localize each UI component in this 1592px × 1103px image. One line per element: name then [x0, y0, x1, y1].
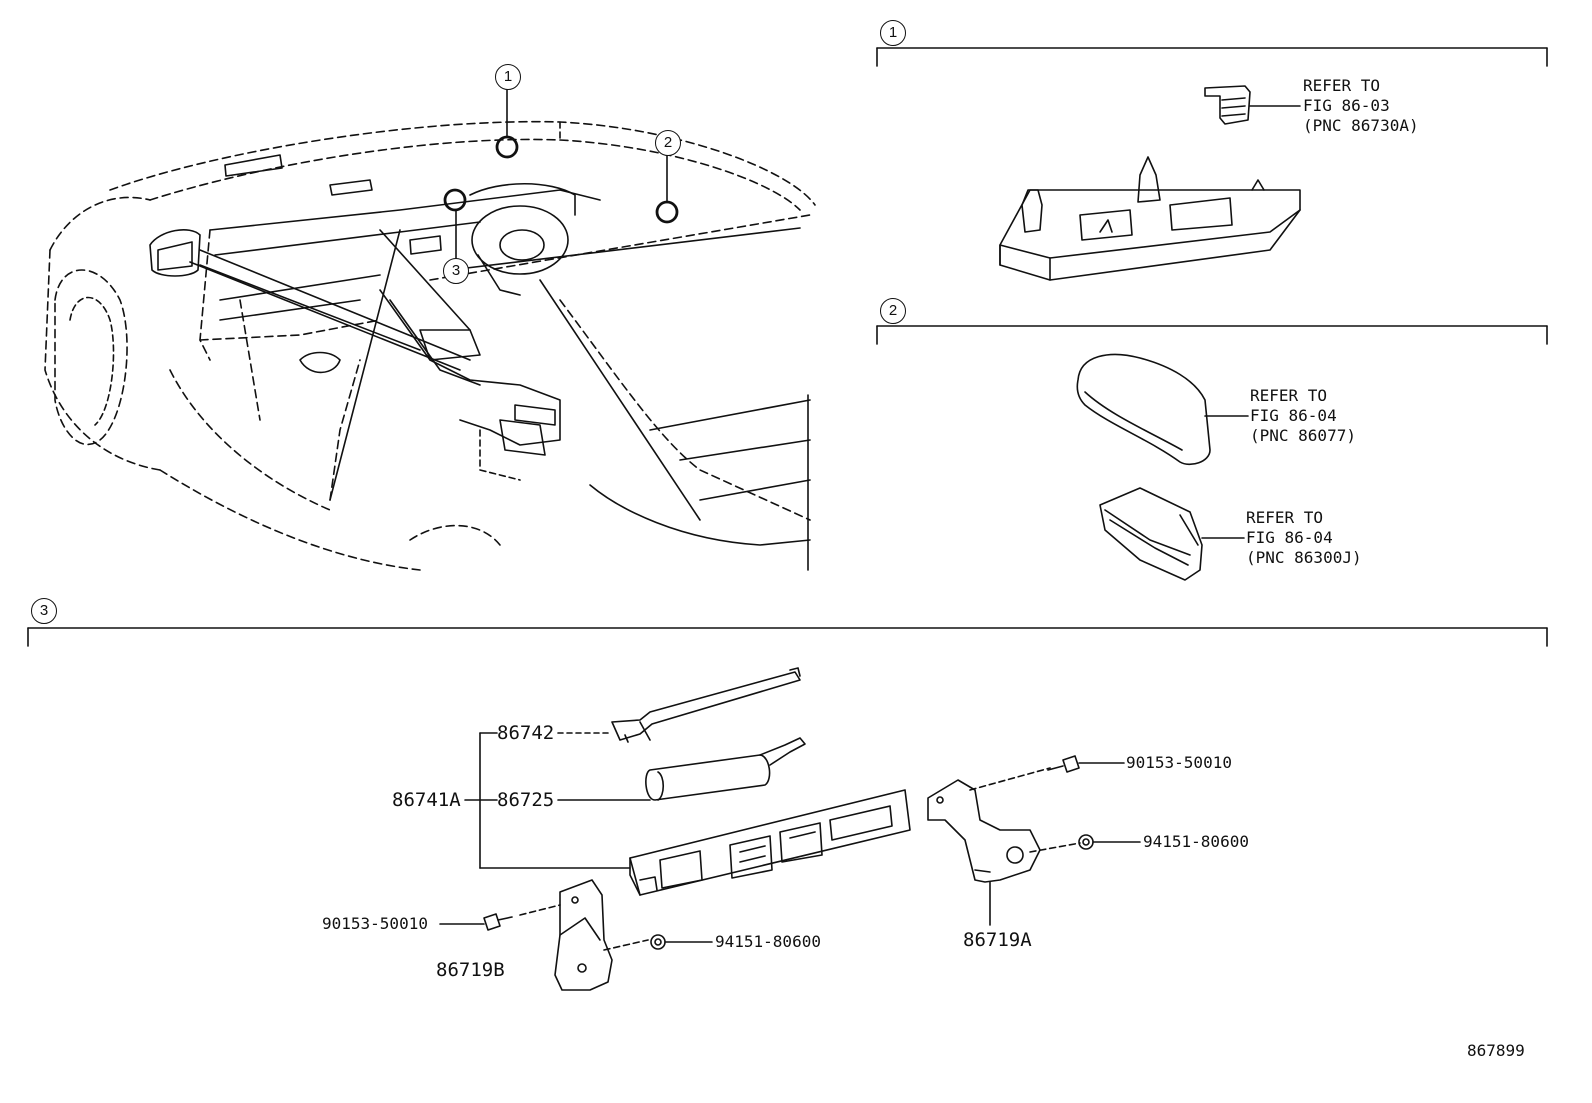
ref-line-3: (PNC 86300J) [1246, 548, 1362, 567]
part-label-nut-left[interactable]: 94151-80600 [715, 932, 821, 951]
part-label-bolt-right[interactable]: 90153-50010 [1126, 753, 1232, 772]
ref-line-1: REFER TO [1303, 76, 1381, 95]
section-2-reference-b[interactable]: REFER TO FIG 86-04 (PNC 86300J) [1246, 508, 1362, 568]
part-86741A-panel [629, 789, 911, 896]
part-86719B [519, 879, 649, 991]
ref-line-2: FIG 86-03 [1303, 96, 1390, 115]
figure-number: 867899 [1467, 1041, 1525, 1060]
section-1-number: 1 [880, 20, 906, 46]
assembly-bracket-lines [464, 732, 631, 869]
ref-line-2: FIG 86-04 [1246, 528, 1333, 547]
car-interior-illustration [44, 120, 816, 571]
part-86719A [927, 767, 1081, 926]
section-3-frame [27, 627, 1548, 647]
part-86730A-small [1204, 85, 1301, 125]
marker-1 [495, 135, 519, 159]
section-2-number: 2 [880, 298, 906, 324]
callout-1: 1 [495, 64, 521, 90]
part-label-nut-right[interactable]: 94151-80600 [1143, 832, 1249, 851]
part-label-86725[interactable]: 86725 [497, 789, 555, 811]
part-label-86742[interactable]: 86742 [497, 722, 555, 744]
marker-3 [443, 188, 467, 212]
section-2-frame [876, 325, 1548, 345]
bolt-left [439, 913, 513, 931]
ref-line-3: (PNC 86077) [1250, 426, 1356, 445]
ref-line-2: FIG 86-04 [1250, 406, 1337, 425]
part-label-86719A[interactable]: 86719A [963, 929, 1032, 951]
ref-line-3: (PNC 86730A) [1303, 116, 1419, 135]
shark-fin-antenna [1076, 353, 1249, 466]
callout-2: 2 [655, 130, 681, 156]
ref-line-1: REFER TO [1250, 386, 1328, 405]
ref-line-1: REFER TO [1246, 508, 1324, 527]
part-label-86741A[interactable]: 86741A [392, 789, 461, 811]
part-86742 [557, 667, 801, 743]
section-1-reference[interactable]: REFER TO FIG 86-03 (PNC 86730A) [1303, 76, 1419, 136]
nut-right [1078, 834, 1141, 850]
bolt-right [1047, 755, 1125, 773]
overhead-console-part [999, 156, 1301, 281]
antenna-base-unit [1099, 487, 1245, 581]
part-label-86719B[interactable]: 86719B [436, 959, 505, 981]
part-86725 [557, 737, 806, 801]
part-label-bolt-left[interactable]: 90153-50010 [322, 914, 428, 933]
marker-2 [655, 200, 679, 224]
section-3-number: 3 [31, 598, 57, 624]
section-1-frame [876, 47, 1548, 67]
nut-left [650, 934, 713, 950]
callout-3: 3 [443, 258, 469, 284]
section-2-reference-a[interactable]: REFER TO FIG 86-04 (PNC 86077) [1250, 386, 1356, 446]
